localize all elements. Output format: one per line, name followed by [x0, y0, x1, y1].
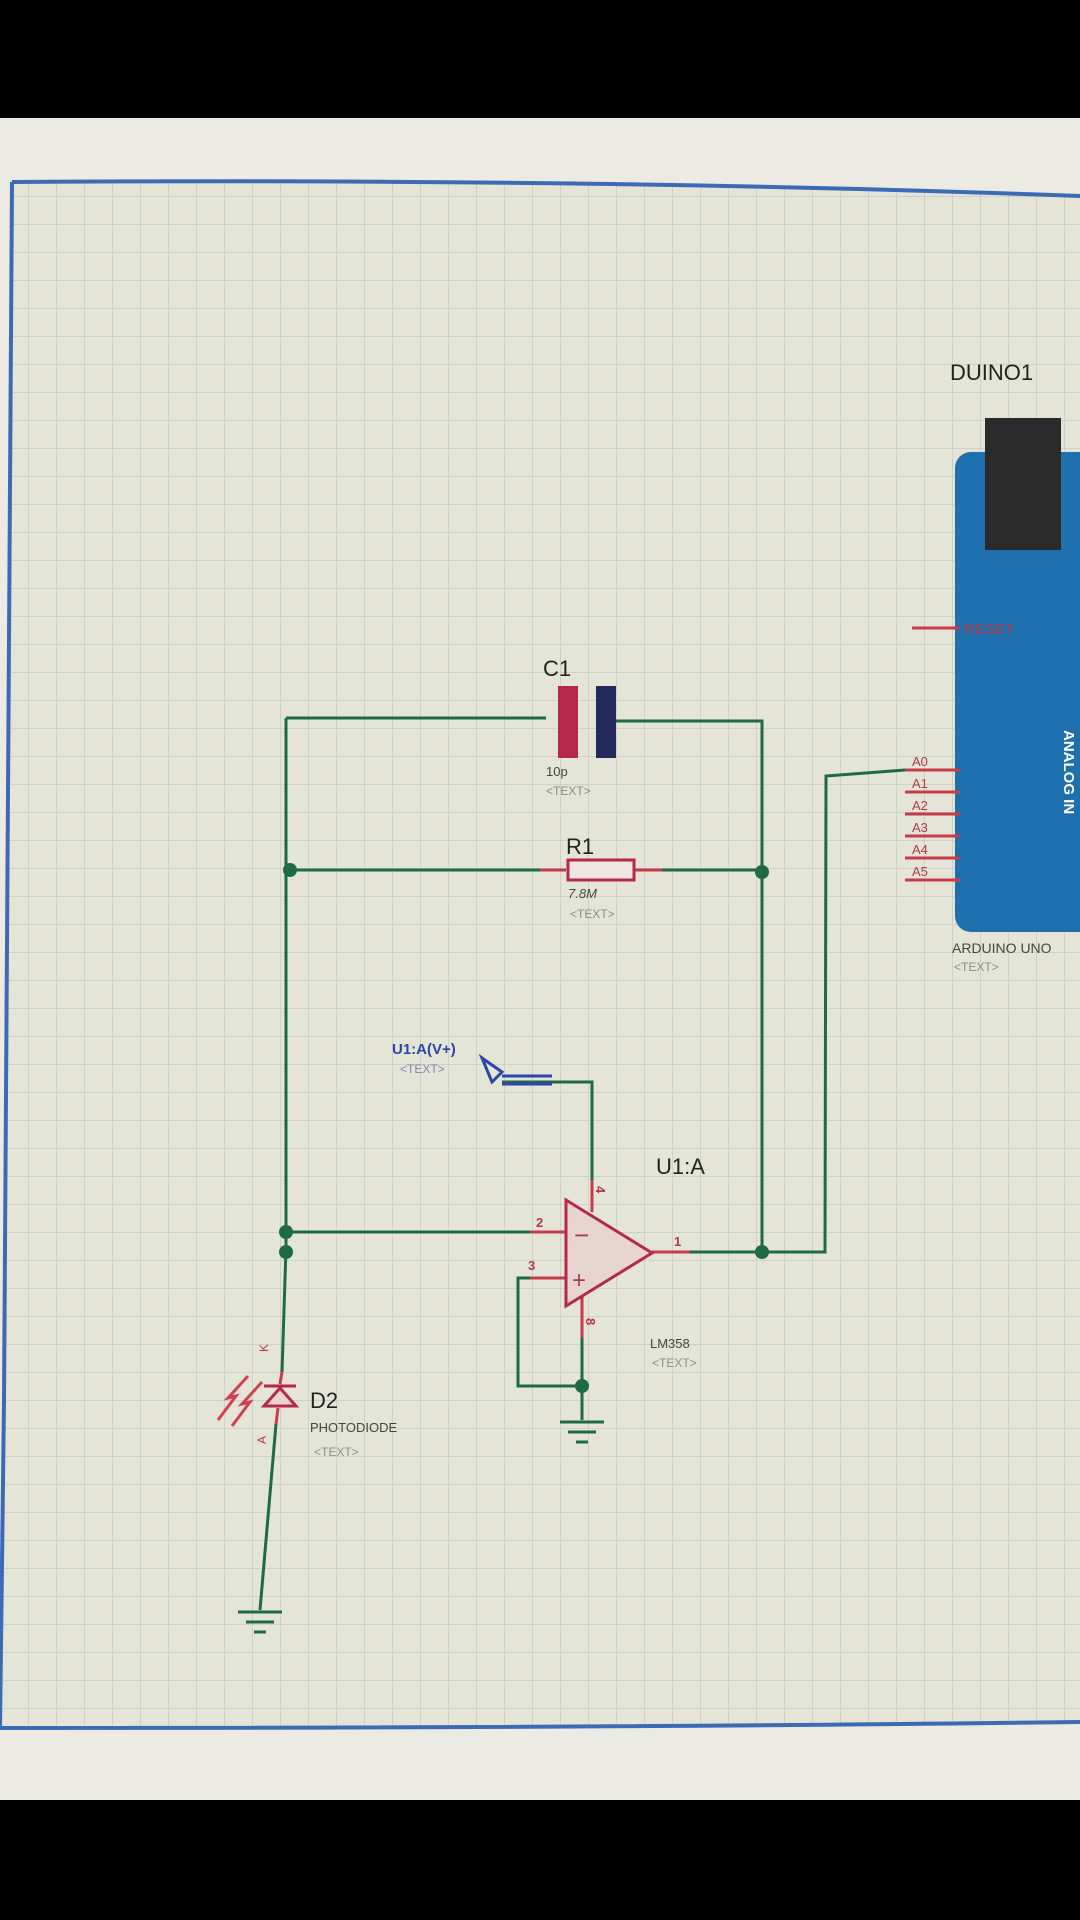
pin-a1-label: A1 — [912, 776, 928, 791]
usb-connector — [985, 418, 1061, 550]
wire-diode-k — [280, 1247, 288, 1373]
r1-ref-label: R1 — [566, 834, 594, 859]
opamp-pin2-label: 2 — [536, 1215, 543, 1230]
pin-a0-label: A0 — [912, 754, 928, 769]
d2-part-label: PHOTODIODE — [310, 1420, 397, 1435]
opamp-plus-sign: + — [572, 1267, 586, 1294]
d2-pin-k — [278, 1371, 284, 1385]
power-terminal-label: U1:A(V+) — [392, 1041, 456, 1058]
opamp-part-label: LM358 — [650, 1336, 690, 1351]
opamp-pins — [530, 1180, 690, 1338]
wire-diode-a-ground — [258, 1423, 278, 1611]
opamp-ref-label: U1:A — [656, 1154, 705, 1179]
c1-value-label: 10p — [546, 764, 568, 779]
frame-border-top — [11, 179, 1080, 198]
arduino-ref-label: DUINO1 — [950, 360, 1033, 385]
d2-ref-label: D2 — [310, 1388, 338, 1413]
c1-ref-label: C1 — [543, 656, 571, 681]
photodiode-d2[interactable]: K A — [216, 1344, 300, 1444]
d2-text-tag: <TEXT> — [314, 1445, 359, 1459]
terminal-arrow — [478, 1053, 505, 1085]
arduino-text-tag: <TEXT> — [954, 960, 999, 974]
power-terminal-text-tag: <TEXT> — [400, 1062, 445, 1076]
pin-a4-label: A4 — [912, 842, 928, 857]
pin-a2-label: A2 — [912, 798, 928, 813]
opamp-minus-sign: − — [574, 1220, 589, 1250]
light-arrows — [216, 1374, 264, 1427]
d2-pin-a-label: A — [255, 1436, 269, 1444]
power-terminal-u1a-vplus[interactable] — [472, 1053, 552, 1086]
opamp-pin1-label: 1 — [674, 1234, 681, 1249]
analog-pin-lines — [905, 768, 960, 882]
wire-cap-right-feedback — [610, 719, 764, 1252]
c1-text-tag: <TEXT> — [546, 784, 591, 798]
wire-vplus — [502, 1080, 594, 1180]
r1-value-label: 7.8M — [568, 886, 597, 901]
opamp-u1a[interactable]: − + 2 3 1 4 8 — [528, 1180, 690, 1338]
arduino-body — [955, 452, 1080, 932]
frame-border-bottom — [0, 1720, 1080, 1730]
frame-border-left — [0, 181, 14, 1729]
analog-in-label: ANALOG IN — [1060, 730, 1077, 814]
pin-a3-label: A3 — [912, 820, 928, 835]
resistor-r1[interactable] — [540, 858, 662, 882]
opamp-pin8-label: 8 — [583, 1318, 598, 1325]
pin-a5-label: A5 — [912, 864, 928, 879]
ground-symbol-opamp[interactable] — [560, 1420, 604, 1444]
opamp-pin4-label: 4 — [593, 1186, 608, 1194]
r1-text-tag: <TEXT> — [570, 907, 615, 921]
arduino-name-label: ARDUINO UNO — [952, 940, 1052, 956]
reset-pin-label: RESET — [964, 621, 1014, 638]
r1-body — [566, 858, 636, 882]
opamp-triangle — [564, 1197, 655, 1309]
cap-plate-right — [596, 686, 616, 758]
arduino-uno-board[interactable]: RESET A0 A1 A2 A3 A4 A5 ANALOG IN — [905, 418, 1080, 932]
cap-plate-left — [558, 686, 578, 758]
d2-pin-k-label: K — [257, 1344, 271, 1352]
d2-triangle — [260, 1385, 300, 1408]
opamp-text-tag: <TEXT> — [652, 1356, 697, 1370]
capacitor-c1[interactable] — [558, 686, 616, 758]
ground-symbol-diode[interactable] — [238, 1610, 282, 1634]
d2-pin-a — [274, 1407, 280, 1425]
junction-dots — [279, 863, 769, 1393]
grid-background — [0, 181, 1080, 1729]
opamp-pin3-label: 3 — [528, 1258, 535, 1273]
